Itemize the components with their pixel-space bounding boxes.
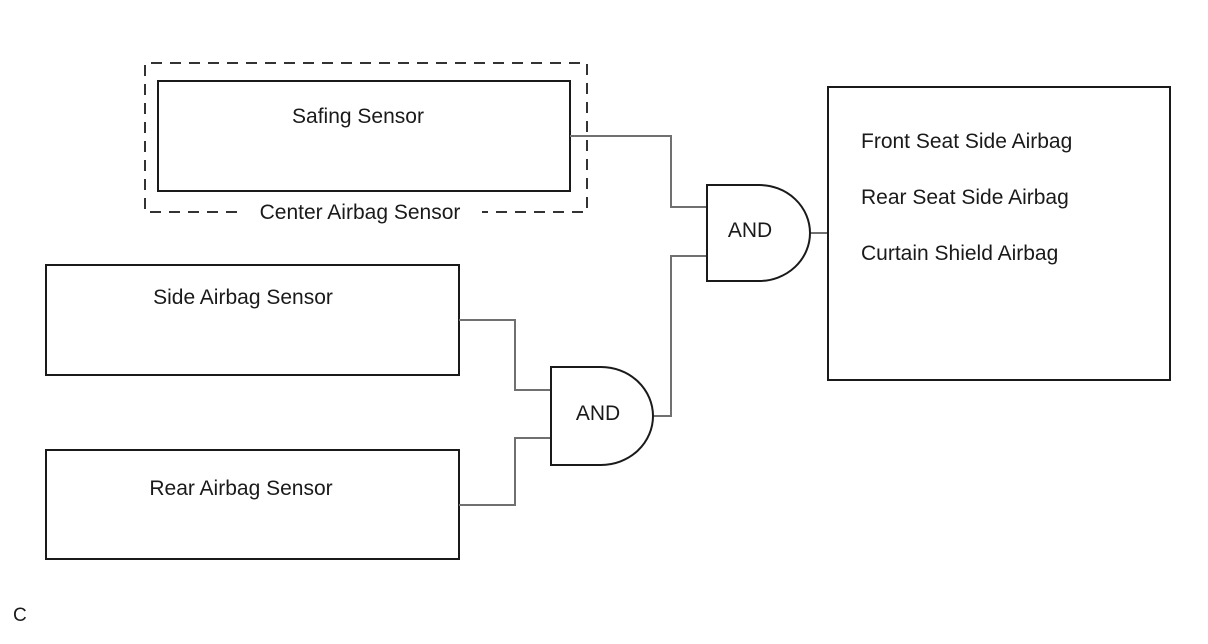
- output-rear-seat-side-airbag: Rear Seat Side Airbag: [861, 186, 1069, 209]
- wire-rear-to-lower-gate: [459, 437, 551, 506]
- and-gate-lower-label: AND: [576, 402, 620, 425]
- rear-airbag-sensor-box: [45, 449, 460, 560]
- safing-sensor-label: Safing Sensor: [292, 105, 424, 128]
- wire-lower-gate-to-upper-gate: [653, 255, 707, 417]
- output-curtain-shield-airbag: Curtain Shield Airbag: [861, 242, 1058, 265]
- figure-corner-letter: C: [13, 605, 27, 626]
- wire-side-to-lower-gate: [459, 319, 551, 391]
- wire-safing-to-upper-gate: [570, 135, 707, 208]
- output-front-seat-side-airbag: Front Seat Side Airbag: [861, 130, 1072, 153]
- and-gate-upper-label: AND: [728, 219, 772, 242]
- safing-sensor-box: [157, 80, 571, 192]
- side-airbag-sensor-label: Side Airbag Sensor: [153, 286, 333, 309]
- center-airbag-sensor-label: Center Airbag Sensor: [260, 201, 461, 224]
- side-airbag-sensor-box: [45, 264, 460, 376]
- rear-airbag-sensor-label: Rear Airbag Sensor: [149, 477, 332, 500]
- and-gate-upper: [706, 184, 811, 282]
- airbags-output-box: [827, 86, 1171, 381]
- and-gate-lower: [550, 366, 654, 466]
- center-airbag-sensor-group-border: [144, 62, 588, 213]
